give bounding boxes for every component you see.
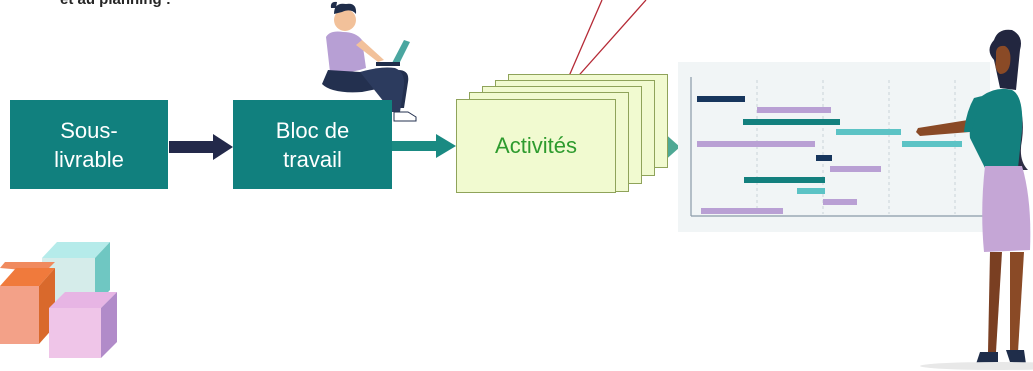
arrow-bloc-to-activites xyxy=(392,134,456,158)
gantt-chart-board xyxy=(678,62,990,232)
box-sous-livrable-line2: livrable xyxy=(54,146,124,172)
box-bloc-de-travail: Bloc de travail xyxy=(233,100,392,189)
box-bloc-de-travail-line1: Bloc de xyxy=(275,117,350,143)
top-caption: et au planning : xyxy=(60,0,171,8)
box-sous-livrable-line1: Sous- xyxy=(60,117,118,143)
arrow-sublivrable-to-bloc xyxy=(169,134,233,160)
box-bloc-de-travail-line2: travail xyxy=(283,146,342,172)
person-with-laptop-icon xyxy=(322,1,417,122)
stacked-cubes-icon xyxy=(0,242,117,358)
woman-presenting-icon xyxy=(916,29,1033,370)
box-activites-label: Activités xyxy=(495,133,577,158)
box-activites: Activités xyxy=(456,99,616,193)
box-sous-livrable: Sous- livrable xyxy=(10,100,168,189)
